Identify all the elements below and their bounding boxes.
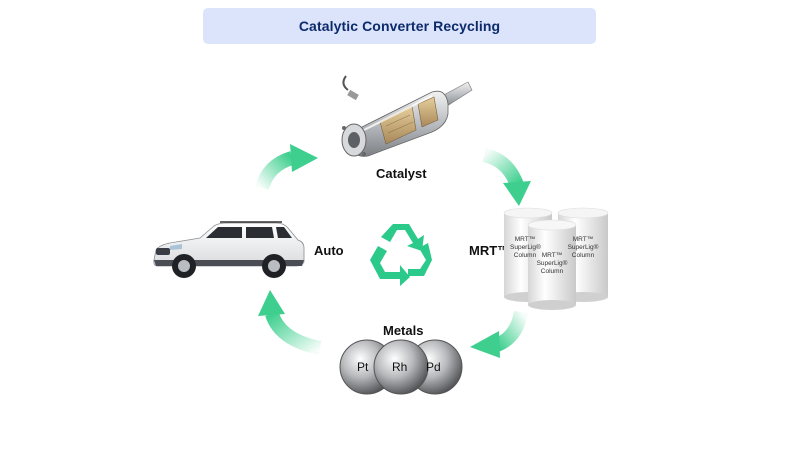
arrow-auto-to-catalyst [255, 144, 318, 191]
metal-symbol-pd: Pd [426, 360, 441, 374]
mrt-label: MRT™ [469, 243, 511, 258]
catalyst-label: Catalyst [376, 166, 427, 181]
mrt-columns-image [503, 207, 609, 310]
arrow-metals-to-auto [258, 290, 322, 355]
diagram-title: Catalytic Converter Recycling [203, 8, 596, 44]
arrow-catalyst-to-mrt [482, 148, 531, 206]
arrow-mrt-to-metals [470, 310, 528, 358]
auto-label: Auto [314, 243, 344, 258]
mrt-column-left-text: MRT™ SuperLig® Column [510, 236, 541, 259]
mrt-column-front-text: MRT™ SuperLig® Column [536, 252, 568, 275]
metal-symbol-rh: Rh [392, 360, 408, 374]
metal-discs-image [339, 339, 463, 395]
recycle-icon [370, 224, 432, 286]
suv-image [153, 221, 305, 278]
catalytic-converter-image [341, 75, 473, 157]
metals-label: Metals [383, 323, 424, 338]
metal-symbol-pt: Pt [357, 360, 369, 374]
disc-rh [373, 339, 429, 395]
mrt-column-front [527, 219, 577, 310]
mrt-column-right-text: MRT™ SuperLig® Column [567, 236, 599, 259]
